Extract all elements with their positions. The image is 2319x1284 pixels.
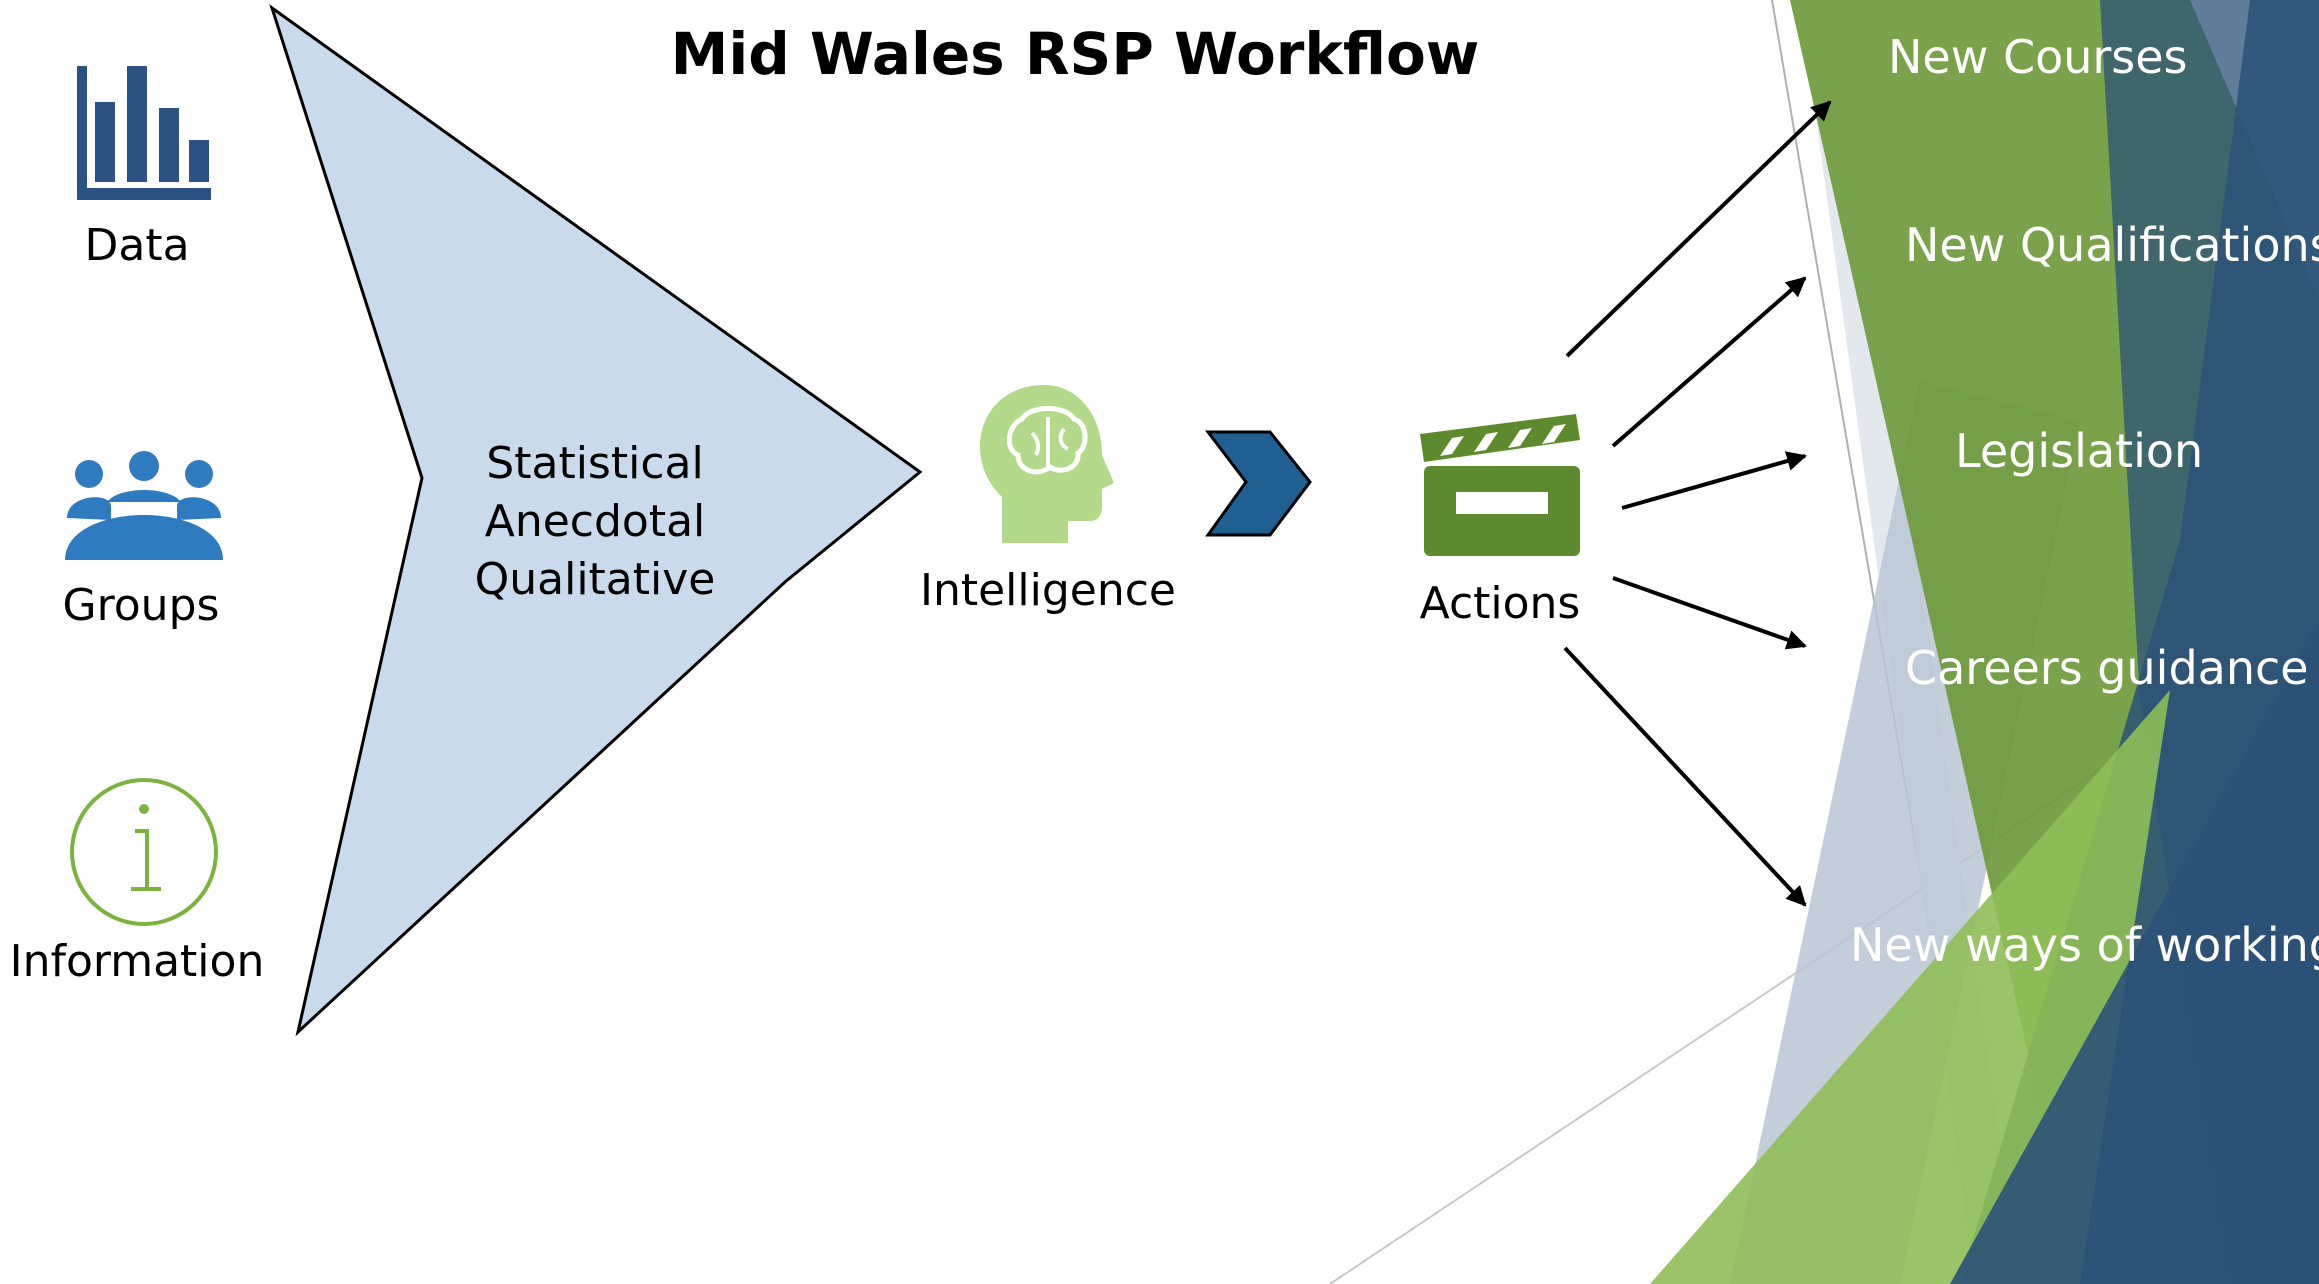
funnel-line-anecdotal: Anecdotal bbox=[484, 496, 706, 547]
outcome-legislation: Legislation bbox=[1955, 424, 2204, 478]
actions-label: Actions bbox=[1419, 578, 1581, 629]
intelligence-label: Intelligence bbox=[919, 565, 1176, 616]
outcome-new-qualifications: New Qualifications bbox=[1905, 218, 2319, 272]
arrow-careers-guidance bbox=[1612, 576, 1807, 650]
input-label-groups: Groups bbox=[62, 580, 220, 631]
people-group-icon bbox=[65, 451, 223, 560]
outcome-new-ways-of-working: New ways of working bbox=[1850, 918, 2319, 972]
arrow-new-ways-of-working bbox=[1563, 646, 1807, 907]
bar-chart-icon bbox=[77, 66, 211, 200]
clapperboard-icon bbox=[1420, 414, 1580, 556]
action-arrows bbox=[1563, 100, 1832, 907]
outcome-careers-guidance: Careers guidance bbox=[1905, 641, 2309, 695]
outcome-new-courses: New Courses bbox=[1888, 30, 2188, 84]
input-label-data: Data bbox=[84, 220, 190, 271]
brain-head-icon bbox=[980, 385, 1114, 543]
info-icon bbox=[70, 778, 218, 926]
funnel-shape bbox=[269, 4, 923, 1037]
arrow-new-qualifications bbox=[1611, 276, 1807, 448]
arrow-legislation bbox=[1621, 451, 1807, 510]
arrow-new-courses bbox=[1565, 100, 1832, 358]
funnel-line-qualitative: Qualitative bbox=[474, 554, 716, 605]
decorative-band bbox=[1950, 620, 2319, 1284]
decorative-background-panels bbox=[1329, 0, 2319, 1284]
diagram-title: Mid Wales RSP Workflow bbox=[670, 20, 1480, 88]
funnel-text: Statistical Anecdotal Qualitative bbox=[430, 435, 760, 609]
funnel-line-statistical: Statistical bbox=[486, 438, 704, 489]
chevron-arrow-icon bbox=[1204, 430, 1312, 537]
input-label-information: Information bbox=[9, 936, 265, 987]
